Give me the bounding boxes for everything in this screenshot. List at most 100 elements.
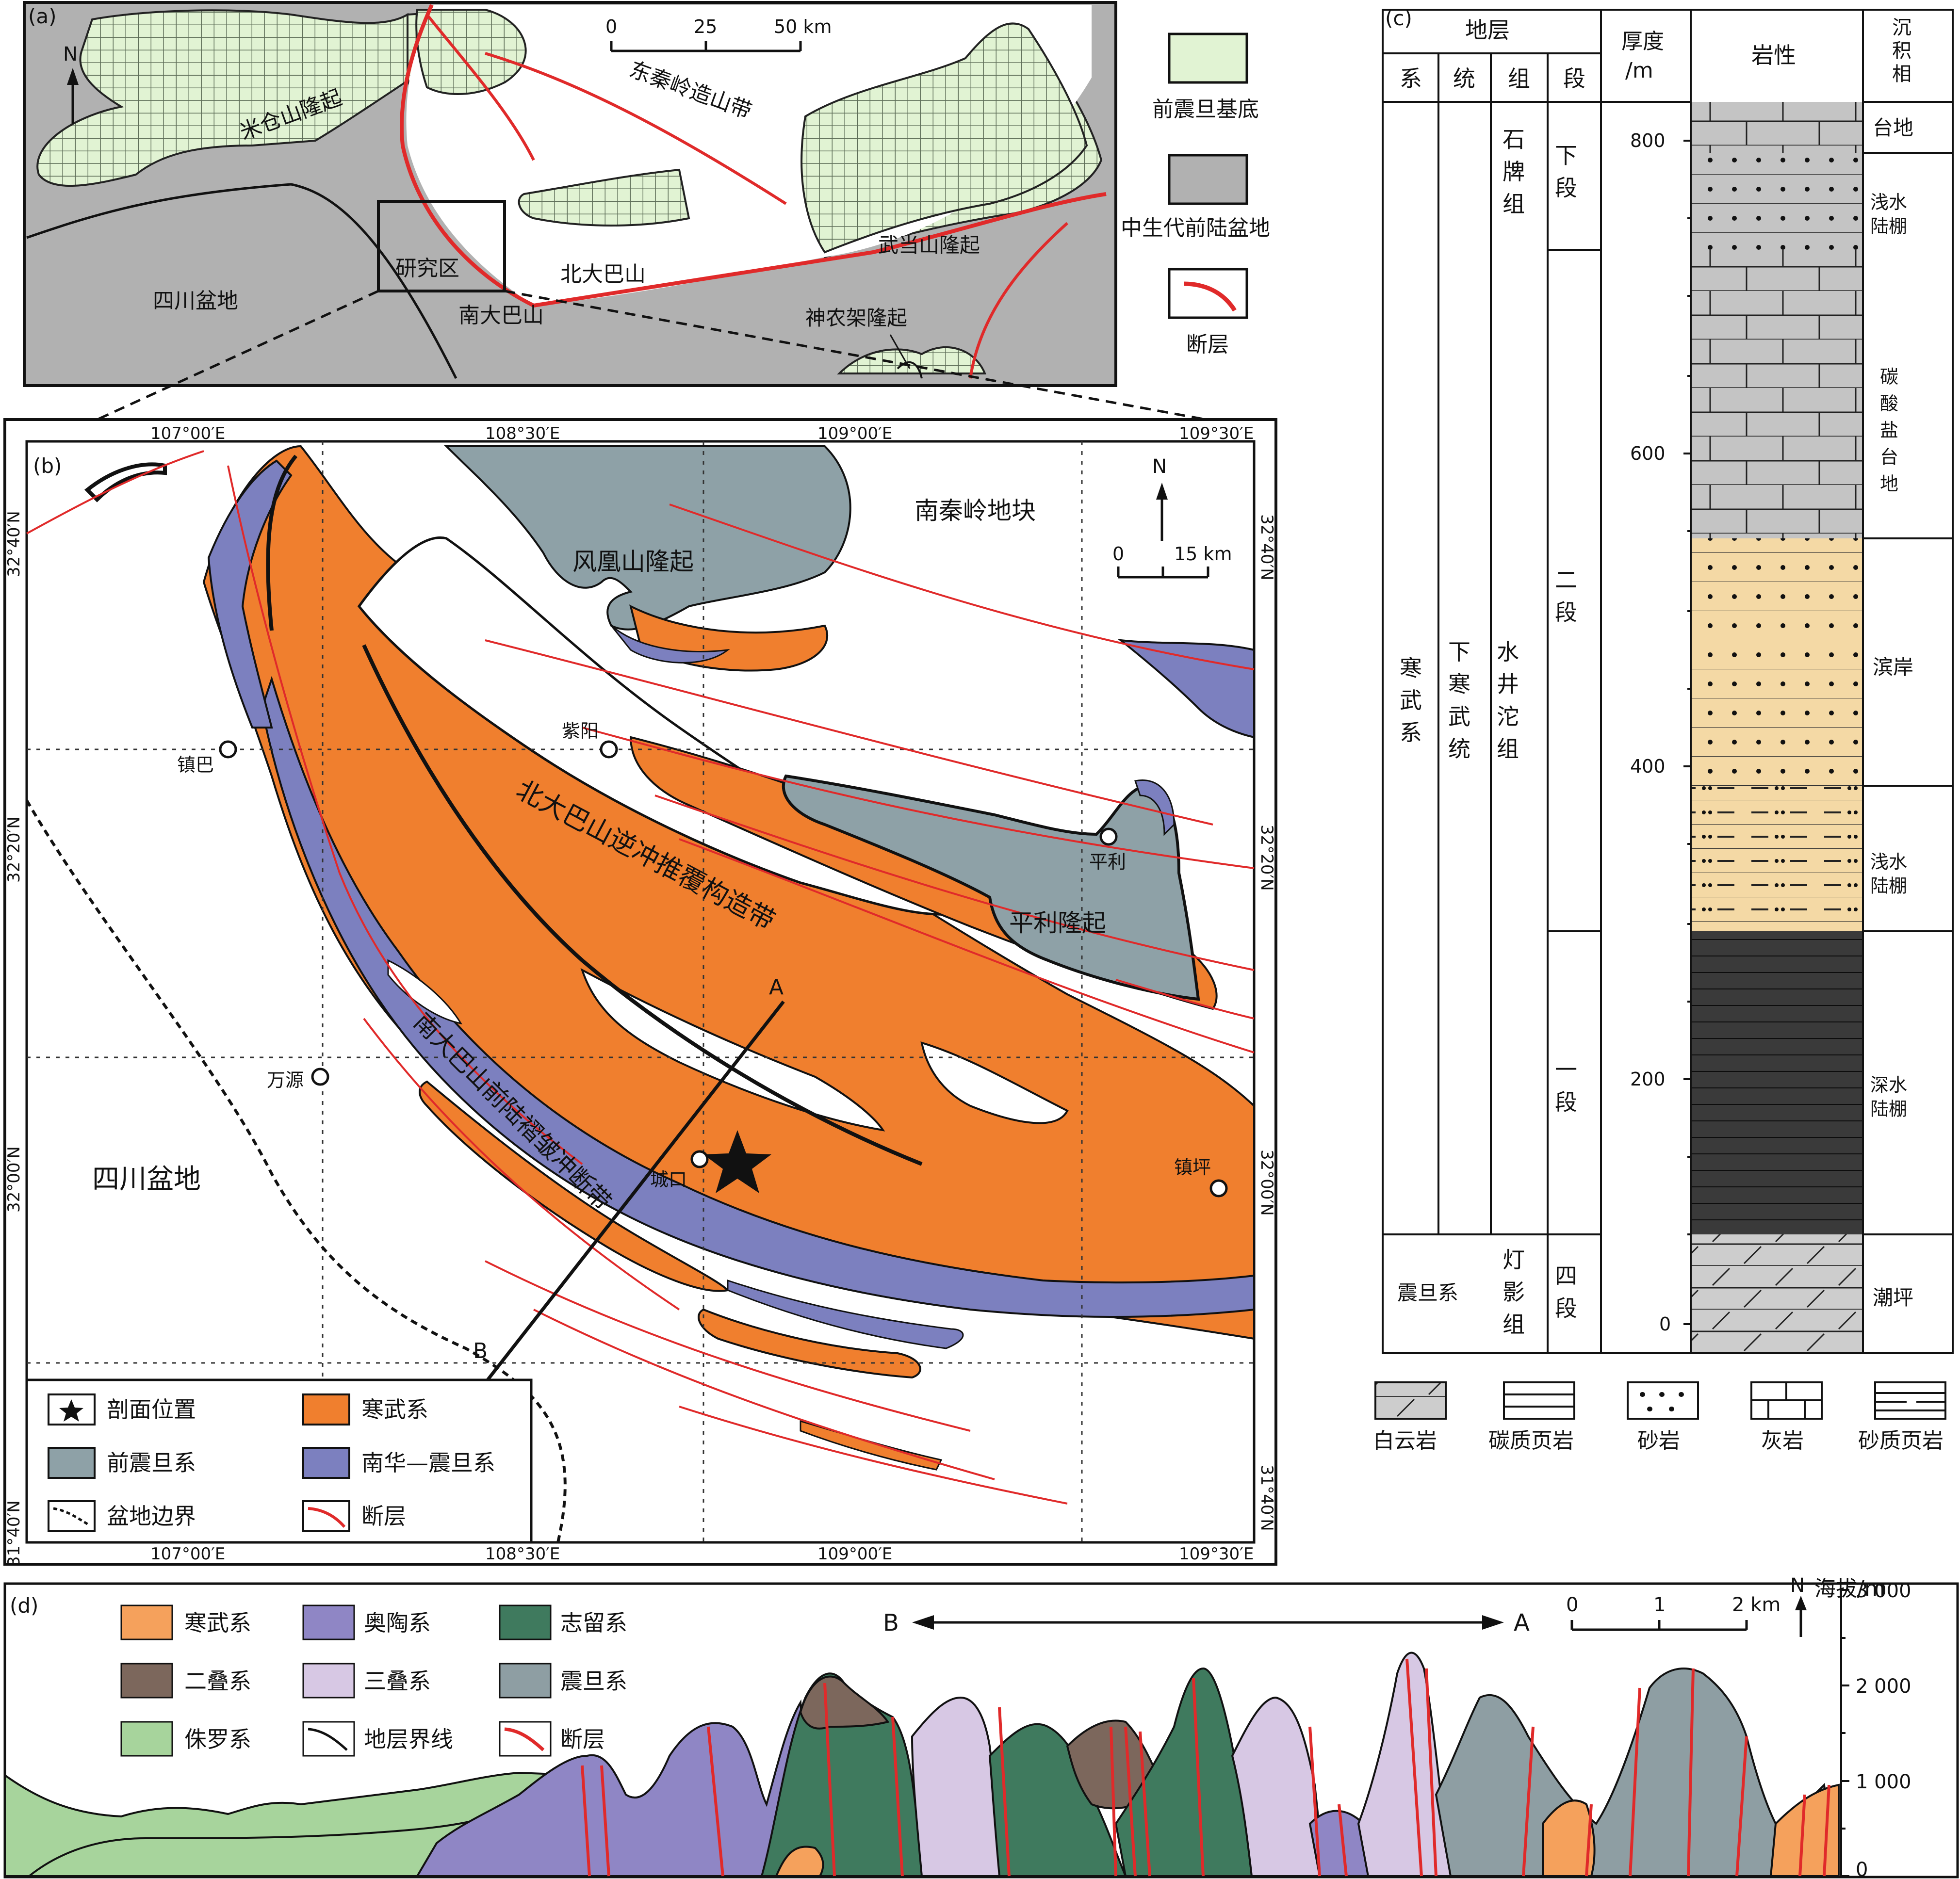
legend-cambrian-swatch: [302, 1393, 350, 1425]
lith-legend-sand-dots: [1640, 1392, 1684, 1411]
legend-section-label: 剖面位置: [107, 1396, 196, 1423]
contact-line-1: [362, 644, 923, 1166]
legend-star-icon: [59, 1399, 83, 1422]
panel-b: A B 镇巴 紫阳 平利 万源 城口 镇坪 风凰山隆起 南秦岭地块 北大巴山逆冲…: [3, 418, 1277, 1567]
town-chengkou-marker: [690, 1150, 709, 1168]
xs-cambrian-east: [1769, 1783, 1840, 1877]
facies-shallow-shelf-1: 浅水陆棚: [1870, 192, 1907, 237]
panel-a-north-label: N: [63, 43, 78, 65]
left-tick-1: 32°40′N: [4, 511, 24, 577]
legend-d-sinian: [499, 1663, 552, 1699]
b-a-arrow-a: A: [1514, 1609, 1530, 1636]
legend-d-fault-line: [504, 1727, 545, 1751]
legend-d-ordovician: [302, 1604, 355, 1640]
left-tick-3: 32°00′N: [4, 1146, 24, 1213]
header-thickness: 厚度 /m: [1621, 29, 1671, 83]
panel-b-scale-bar: 0 15 km: [1112, 543, 1232, 579]
elevation-title: 海拔/m: [1814, 1576, 1885, 1601]
lithology-legend: 白云岩 碳质页岩 砂岩 灰岩 砂质页岩: [1373, 1381, 1946, 1453]
elevation-tick-1000: 1 000: [1856, 1771, 1911, 1793]
legend-fault-b-swatch: [302, 1500, 350, 1532]
system-sinian: 震旦系: [1397, 1281, 1458, 1305]
legend-d-silurian-label: 志留系: [560, 1610, 627, 1636]
town-pingli: 平利: [1089, 851, 1126, 873]
label-sichuan-b: 四川盆地: [92, 1164, 201, 1195]
town-ziyang-marker: [600, 740, 618, 759]
lith-legend-silt-lines: [1875, 1392, 1945, 1411]
lith-legend-dolomite-swatch: [1374, 1381, 1447, 1420]
white-interior-2: [580, 968, 885, 1132]
label-south-daba: 南大巴山: [458, 303, 544, 328]
member-lower: 下段: [1555, 143, 1577, 201]
town-zhenping-marker: [1209, 1179, 1228, 1198]
bottom-tick-4: 109°30′E: [1179, 1544, 1254, 1564]
elevation-tick-2000: 2 000: [1856, 1675, 1911, 1698]
legend-fault-b-label: 断层: [361, 1503, 406, 1529]
panel-d-scale-1: 1: [1653, 1594, 1666, 1616]
xs-cambrian-west: [774, 1846, 824, 1877]
town-zhenba: 镇巴: [177, 754, 214, 776]
fault-a-3: [485, 52, 787, 205]
legend-basin-label: 中生代前陆盆地: [1121, 216, 1270, 241]
fault-a-2: [425, 14, 535, 161]
label-fenghuang: 风凰山隆起: [572, 548, 694, 576]
lith-sandstone-tan: [1691, 538, 1863, 786]
legend-d-sinian-label: 震旦系: [560, 1668, 627, 1694]
lith-legend-shale: 碳质页岩: [1488, 1428, 1574, 1453]
facies-deep-shelf: 深水陆棚: [1870, 1074, 1907, 1119]
profile-line-ab: [486, 1000, 785, 1381]
elevation-tick-0: 0: [1856, 1859, 1868, 1879]
top-tick-3: 109°00′E: [817, 424, 892, 443]
lith-legend-sand: 砂岩: [1637, 1428, 1680, 1453]
lith-legend-sand-swatch: [1627, 1381, 1699, 1420]
panel-a-tag: (a): [28, 4, 57, 28]
zoom-line-right: [504, 290, 1259, 431]
header-lithology: 岩性: [1751, 42, 1796, 68]
legend-d-permian-label: 二叠系: [184, 1668, 251, 1694]
formation-dengying: 灯影组: [1503, 1247, 1525, 1337]
boundary-a-2: [897, 361, 923, 379]
panel-b-faults: [26, 450, 1255, 1505]
lith-legend-shale-swatch: [1503, 1381, 1575, 1420]
nanhua-sinian-inner-band: [261, 676, 1255, 1318]
label-north-daba: 北大巴山: [560, 262, 646, 287]
section-star: [703, 1130, 771, 1193]
legend-d-contact-label: 地层界线: [364, 1726, 453, 1752]
header-member: 段: [1563, 65, 1585, 92]
thickness-tick-800: 800: [1630, 130, 1666, 151]
thickness-tick-0: 0: [1659, 1313, 1671, 1335]
profile-label-b: B: [473, 1339, 488, 1363]
zoom-line-left: [38, 290, 379, 448]
town-chengkou: 城口: [650, 1169, 687, 1190]
legend-d-triassic: [302, 1663, 355, 1699]
thickness-tick-200: 200: [1630, 1069, 1666, 1090]
formation-shuijingtuo: 水井沱组: [1497, 639, 1519, 762]
legend-nanhua-swatch: [302, 1447, 350, 1479]
panel-b-north-label: N: [1152, 455, 1167, 478]
legend-d-contact: [302, 1721, 355, 1757]
panel-a: (a) N 0 25 50 km 米仓山隆起 东秦岭造山带 北大巴山 武当山隆起…: [23, 1, 1270, 448]
panel-d-north-arrow: N: [1790, 1574, 1807, 1637]
legend-d-permian: [120, 1663, 173, 1699]
right-tick-1: 32°40′N: [1257, 514, 1276, 581]
thickness-axis: [1683, 140, 1691, 1325]
lith-carbonaceous-shale: [1691, 931, 1863, 1234]
panel-d-scale-0: 0: [1566, 1594, 1578, 1616]
panel-d-scale-bar: 0 1 2 km: [1566, 1594, 1780, 1631]
lith-legend-dolomite: 白云岩: [1373, 1428, 1437, 1453]
panel-b-scale-15: 15 km: [1174, 543, 1232, 565]
legend-boundary-label: 盆地边界: [107, 1503, 196, 1529]
legend-fault-label: 断层: [1186, 332, 1229, 357]
lith-silty-shale: [1691, 786, 1863, 931]
legend-d-fault-label: 断层: [560, 1726, 605, 1752]
panel-a-legend: 前震旦基底 中生代前陆盆地 断层: [1121, 32, 1270, 357]
xs-triassic-2: [1231, 1696, 1326, 1877]
panel-a-scale-25: 25: [694, 16, 717, 37]
legend-fault-b-line: [308, 1507, 346, 1528]
panel-b-north-arrow: N: [1152, 455, 1168, 541]
eqinling-basement-b: [415, 9, 527, 95]
town-zhenba-marker: [219, 740, 237, 759]
pingli-sinian-rim: [1134, 779, 1175, 836]
elevation-axis: [1840, 1589, 1849, 1877]
